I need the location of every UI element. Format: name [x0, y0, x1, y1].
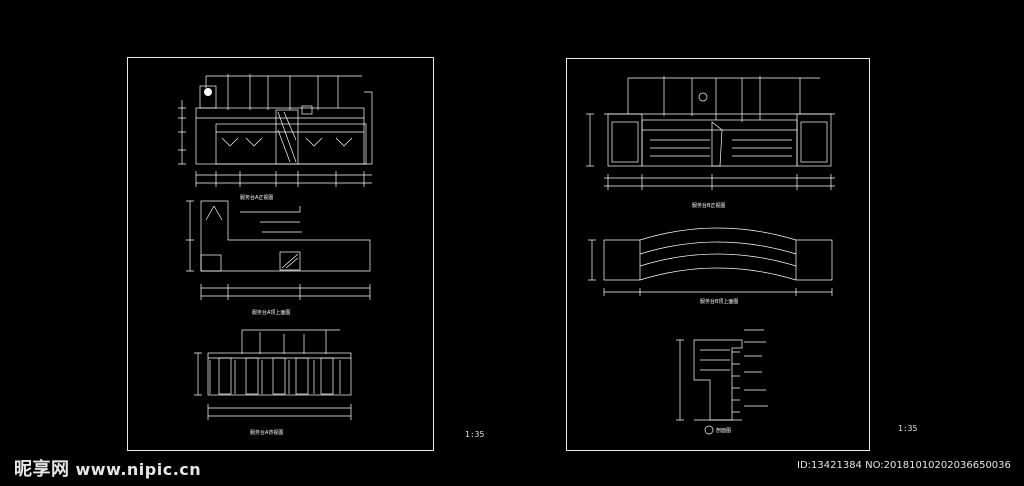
title-left-2: 服务台A顶上面图 [252, 309, 290, 316]
drawing-sheet-right [566, 58, 870, 451]
scale-label-right: 1:35 [898, 424, 918, 433]
plan-view-a [186, 200, 371, 300]
title-left-3: 服务台A背视图 [250, 429, 283, 436]
elevation-b [586, 76, 835, 190]
watermark-logo: 昵享网 [14, 459, 70, 480]
watermark: 昵享网 www.nipic.cn [14, 455, 201, 481]
rear-elevation-a [194, 329, 352, 420]
image-id-label: ID:13421384 NO:20181010202036650036 [797, 460, 1011, 471]
title-right-2: 服务台B顶上面图 [700, 298, 738, 305]
watermark-url: www.nipic.cn [75, 460, 202, 479]
drawing-sheet-left [127, 57, 434, 451]
section-view [676, 329, 768, 435]
elevation-a [178, 74, 373, 187]
scale-label-left: 1:35 [465, 430, 485, 439]
plan-view-b [588, 227, 833, 296]
title-right-1: 服务台B正视图 [692, 202, 725, 209]
title-right-3: 剖面图 [716, 427, 731, 434]
title-left-1: 服务台A正视图 [240, 194, 273, 201]
